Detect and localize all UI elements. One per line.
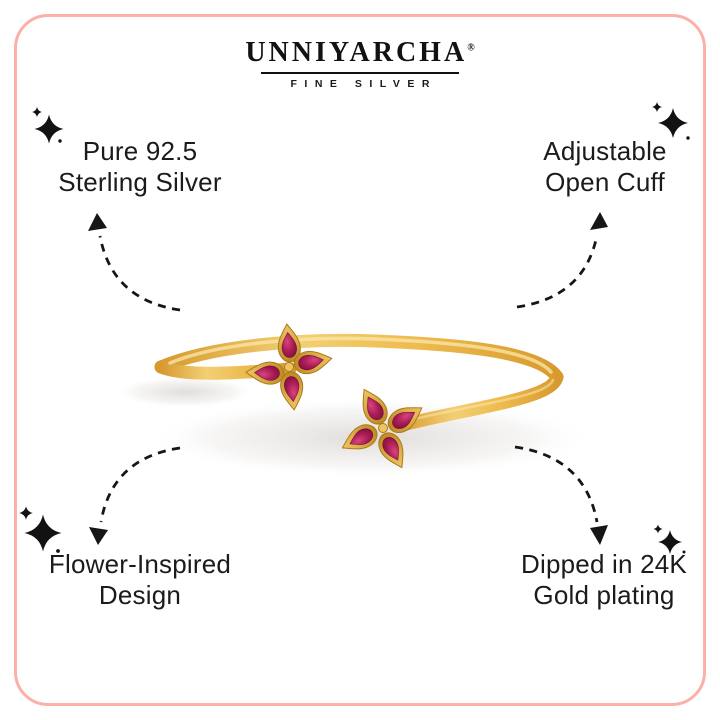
callout-arrows <box>98 234 599 523</box>
feature-line: Design <box>98 580 182 610</box>
arrowhead-top-right <box>590 212 608 230</box>
feature-adjustable-cuff: Adjustable Open Cuff <box>480 136 720 198</box>
arrow-bottom-right <box>514 445 599 523</box>
arrowhead-top-left <box>88 213 107 231</box>
arrowhead-bottom-left <box>89 527 108 545</box>
feature-line: Flower-Inspired <box>48 549 232 579</box>
sparkle-icon <box>652 102 690 140</box>
arrow-heads <box>88 212 608 545</box>
sparkle-icon <box>19 506 62 553</box>
feature-line: Dipped in 24K <box>521 549 687 579</box>
feature-line: Open Cuff <box>545 167 665 197</box>
sparkle-icon <box>32 107 64 144</box>
feature-sterling-silver: Pure 92.5 Sterling Silver <box>15 136 265 198</box>
feature-line: Gold plating <box>533 580 675 610</box>
brand-name: UNNIYARCHA® <box>0 37 720 69</box>
brand-logo: UNNIYARCHA® FINE SILVER <box>0 37 720 90</box>
feature-gold-plating: Dipped in 24K Gold plating <box>479 549 720 611</box>
right-flower-stones <box>336 383 429 474</box>
registered-mark: ® <box>467 42 475 54</box>
feature-line: Sterling Silver <box>58 167 222 197</box>
logo-divider <box>261 71 459 74</box>
arrow-top-right <box>516 234 599 309</box>
arrow-bottom-left <box>99 446 181 523</box>
arrow-top-left <box>98 235 181 312</box>
feature-line: Pure 92.5 <box>82 136 198 166</box>
gold-band <box>154 333 564 433</box>
brand-name-text: UNNIYARCHA <box>245 37 468 68</box>
left-flower-stones <box>245 322 335 412</box>
feature-line: Adjustable <box>543 136 667 166</box>
feature-flower-design: Flower-Inspired Design <box>15 549 265 611</box>
arrowhead-bottom-right <box>590 525 608 545</box>
sparkle-icon <box>653 524 686 554</box>
brand-tagline: FINE SILVER <box>290 77 437 90</box>
